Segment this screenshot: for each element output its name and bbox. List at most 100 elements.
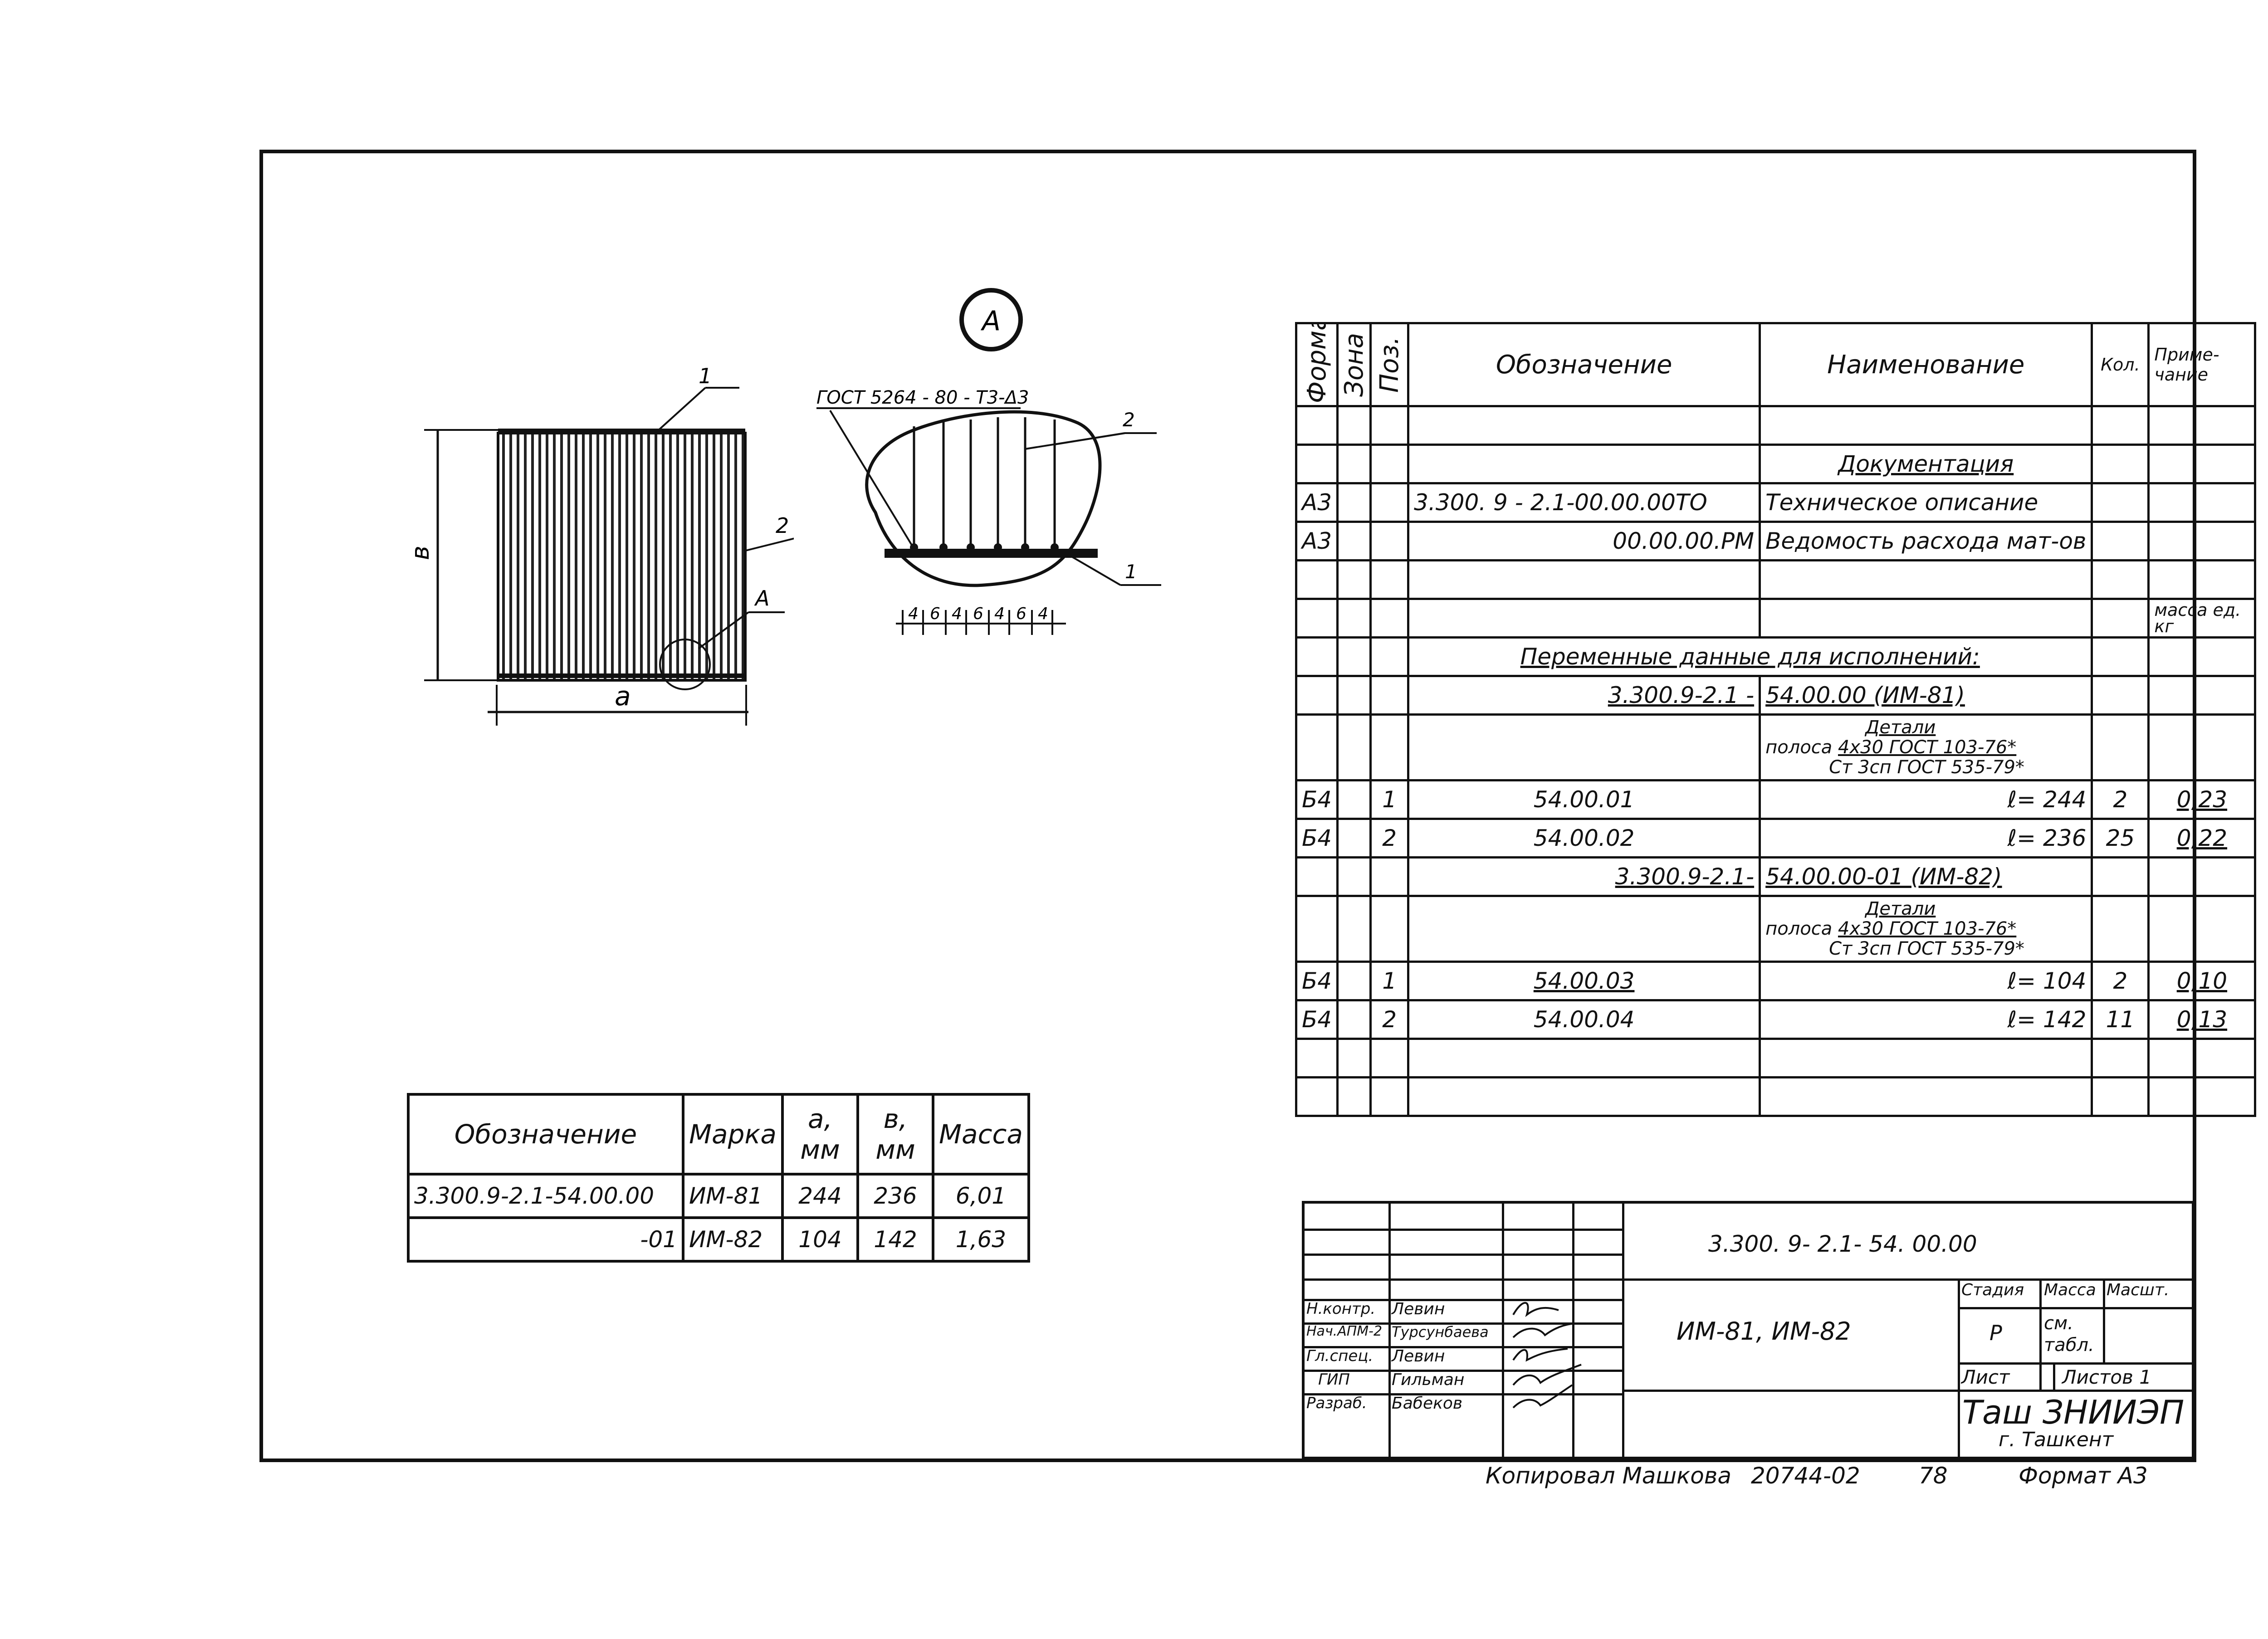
variant-header-b: в, мм bbox=[856, 1093, 934, 1176]
spec-row: Детали полоса 4х30 ГОСТ 103-76* Ст 3сп Г… bbox=[1295, 713, 2257, 781]
row-designation: 3.300. 9 - 2.1-00.00.00ТО bbox=[1407, 482, 1761, 523]
spec-row: Детали полоса 4х30 ГОСТ 103-76* Ст 3сп Г… bbox=[1295, 895, 2257, 963]
specification-table: Формат Зона Поз. Обозначение Наименовани… bbox=[1295, 322, 2257, 1117]
variant-header-mass: Масса bbox=[931, 1093, 1030, 1176]
detail-a-drawing: A ГОСТ 5264 - 80 - Т3-Δ3 2 1 4 6 4 6 4 6… bbox=[816, 288, 1161, 635]
dim-a-label: a bbox=[615, 681, 631, 712]
detail-break-outline bbox=[865, 410, 1102, 587]
row-name: ℓ= 244 bbox=[1759, 779, 2093, 820]
variant-table: Обозначение Марка a, мм в, мм Масса 3.30… bbox=[407, 1093, 1030, 1263]
spec-row: 3.300.9-2.1- 54.00.00-01 (ИМ-82) bbox=[1295, 856, 2257, 897]
row-qty: 11 bbox=[2091, 999, 2150, 1040]
variant-2-designation: 3.300.9-2.1- bbox=[1407, 856, 1761, 897]
row-qty: 2 bbox=[2091, 961, 2150, 1001]
row-note: 0,13 bbox=[2147, 999, 2257, 1040]
title-block: 3.300. 9- 2.1- 54. 00.00 ИМ-81, ИМ-82 Ст… bbox=[1302, 1201, 2195, 1459]
footer-format: Формат А3 bbox=[2019, 1463, 2148, 1489]
signatures bbox=[1512, 1302, 1586, 1409]
mass-value: см. табл. bbox=[2044, 1313, 2094, 1356]
variant-header-mark: Марка bbox=[682, 1093, 784, 1176]
row-name: ℓ= 142 bbox=[1759, 999, 2093, 1040]
stage-label: Стадия bbox=[1961, 1281, 2024, 1299]
role-label: ГИП bbox=[1318, 1371, 1350, 1389]
role-label: Гл.спец. bbox=[1306, 1347, 1374, 1365]
scale-label: Масшт. bbox=[2107, 1281, 2170, 1299]
variant-header-a: a, мм bbox=[781, 1093, 859, 1176]
spacing-1: 4 bbox=[908, 605, 919, 623]
detail-a-circle bbox=[659, 639, 711, 690]
detail-pos-2: 2 bbox=[1123, 409, 1135, 431]
spec-row: Б4 2 54.00.04 ℓ= 142 11 0,13 bbox=[1295, 999, 2257, 1040]
variant-mark: ИМ-82 bbox=[682, 1216, 784, 1263]
spec-header-qty: Кол. bbox=[2091, 322, 2150, 407]
spec-row: Переменные данные для исполнений: bbox=[1295, 636, 2257, 677]
row-format: Б4 bbox=[1295, 779, 1339, 820]
spec-header-note: Приме-чание bbox=[2147, 322, 2257, 407]
spec-row: Б4 2 54.00.02 ℓ= 236 25 0,22 bbox=[1295, 818, 2257, 859]
row-pos: 2 bbox=[1369, 818, 1410, 859]
row-format: Б4 bbox=[1295, 818, 1339, 859]
spec-header-zone: Зона bbox=[1337, 323, 1371, 406]
spec-row: А3 00.00.00.РМ Ведомость расхода мат-ов bbox=[1295, 521, 2257, 561]
spacing-2: 6 bbox=[930, 605, 940, 623]
variant-a: 244 bbox=[781, 1173, 859, 1219]
row-format: А3 bbox=[1295, 521, 1339, 561]
row-name: ℓ= 104 bbox=[1759, 961, 2093, 1001]
row-name: ℓ= 236 bbox=[1759, 818, 2093, 859]
plate-hatched-area bbox=[497, 432, 747, 682]
sheet-label: Лист bbox=[1961, 1366, 2010, 1388]
spec-row bbox=[1295, 1076, 2257, 1117]
row-pos: 2 bbox=[1369, 999, 1410, 1040]
spacing-7: 4 bbox=[1038, 605, 1048, 623]
row-designation: 00.00.00.РМ bbox=[1407, 521, 1761, 561]
callout-label: A bbox=[980, 305, 1001, 337]
variant-row: 3.300.9-2.1-54.00.00 ИМ-81 244 236 6,01 bbox=[407, 1173, 1030, 1219]
row-note: 0,23 bbox=[2147, 779, 2257, 820]
spec-row: Б4 1 54.00.03 ℓ= 104 2 0,10 bbox=[1295, 961, 2257, 1001]
details-block-1: Детали полоса 4х30 ГОСТ 103-76* Ст 3сп Г… bbox=[1759, 713, 2093, 781]
role-name: Гильман bbox=[1392, 1371, 1465, 1389]
dim-b-label: в bbox=[406, 546, 435, 560]
spec-row: 3.300.9-2.1 - 54.00.00 (ИМ-81) bbox=[1295, 675, 2257, 716]
row-note-mass: масса ед. кг bbox=[2147, 598, 2257, 639]
variant-header-row: Обозначение Марка a, мм в, мм Масса bbox=[407, 1093, 1030, 1176]
detail-pos-1: 1 bbox=[1125, 561, 1137, 583]
product-name: ИМ-81, ИМ-82 bbox=[1677, 1317, 1851, 1346]
spacing-5: 4 bbox=[994, 605, 1005, 623]
spec-header-format: Формат bbox=[1296, 323, 1338, 406]
spec-row bbox=[1295, 405, 2257, 446]
variant-a: 104 bbox=[781, 1216, 859, 1263]
variable-data-heading: Переменные данные для исполнений: bbox=[1407, 636, 2093, 677]
org-city: г. Ташкент bbox=[1999, 1428, 2114, 1451]
spacing-4: 6 bbox=[973, 605, 983, 623]
detail-strip bbox=[885, 549, 1098, 558]
plate-drawing: в a 1 2 A bbox=[406, 364, 794, 726]
row-note: 0,22 bbox=[2147, 818, 2257, 859]
variant-1-name: 54.00.00 (ИМ-81) bbox=[1759, 675, 2093, 716]
row-name: Ведомость расхода мат-ов bbox=[1759, 521, 2093, 561]
spacing-6: 6 bbox=[1016, 605, 1026, 623]
spec-header-name: Наименование bbox=[1759, 322, 2093, 407]
weld-note: ГОСТ 5264 - 80 - Т3-Δ3 bbox=[816, 387, 1029, 408]
spec-row bbox=[1295, 1038, 2257, 1078]
role-label: Разраб. bbox=[1306, 1394, 1367, 1412]
sheets-label: Листов 1 bbox=[2062, 1366, 2151, 1388]
variant-b: 236 bbox=[856, 1173, 934, 1219]
role-name: Бабеков bbox=[1392, 1394, 1463, 1413]
row-designation: 54.00.02 bbox=[1407, 818, 1761, 859]
spec-row: Документация bbox=[1295, 444, 2257, 484]
row-qty: 2 bbox=[2091, 779, 2150, 820]
variant-designation: 3.300.9-2.1-54.00.00 bbox=[407, 1173, 684, 1219]
footer-page: 78 bbox=[1919, 1463, 1948, 1489]
row-pos: 1 bbox=[1369, 779, 1410, 820]
role-label: Н.контр. bbox=[1306, 1300, 1376, 1318]
role-label: Нач.АПМ-2 bbox=[1306, 1323, 1383, 1339]
spec-row bbox=[1295, 559, 2257, 600]
role-name: Турсунбаева bbox=[1392, 1323, 1489, 1341]
row-format: А3 bbox=[1295, 482, 1339, 523]
footer-number: 20744-02 bbox=[1751, 1463, 1860, 1489]
variant-1-designation: 3.300.9-2.1 - bbox=[1407, 675, 1761, 716]
row-designation: 54.00.01 bbox=[1407, 779, 1761, 820]
spec-header-designation: Обозначение bbox=[1407, 322, 1761, 407]
row-designation: 54.00.03 bbox=[1407, 961, 1761, 1001]
